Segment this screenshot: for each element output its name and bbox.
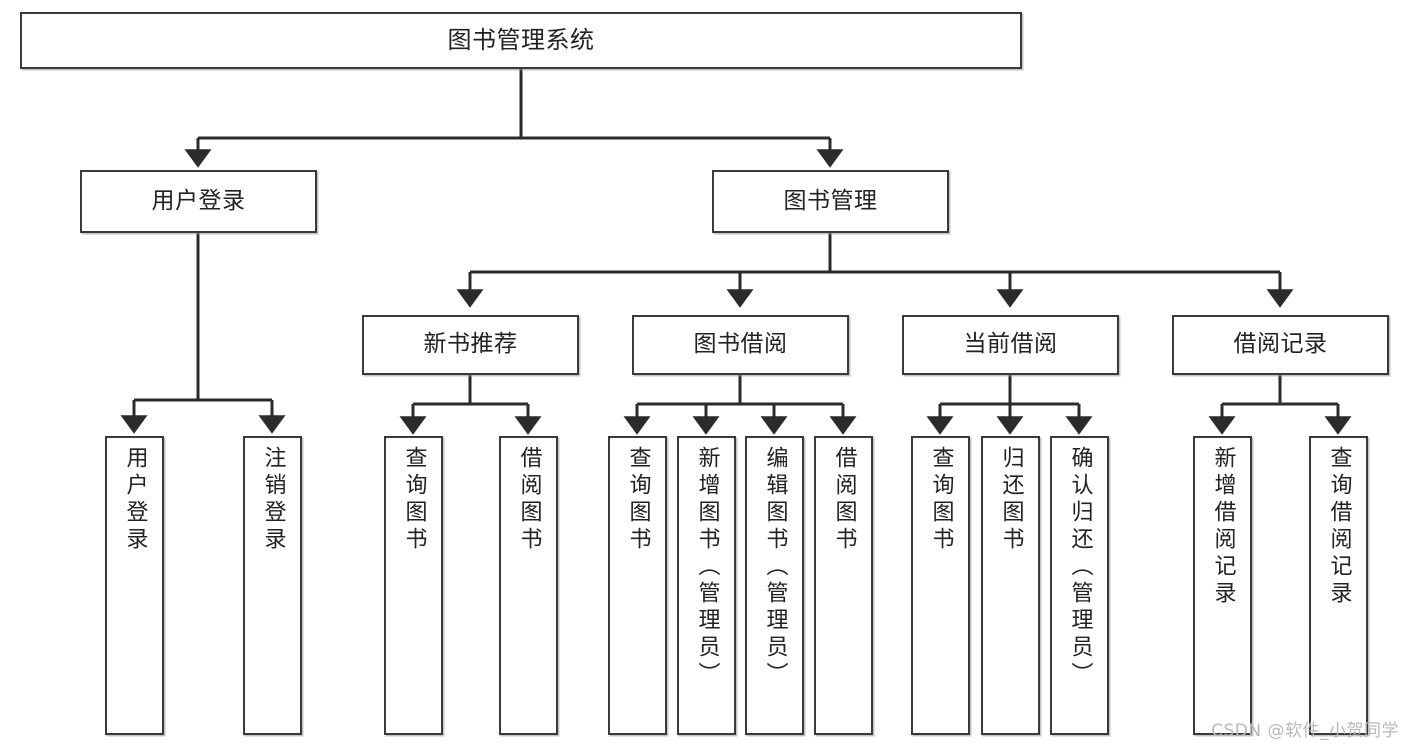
node-label: 编辑图书（管理员） [762, 446, 788, 689]
node-label: 借阅记录 [1233, 331, 1328, 358]
node-leaf-return-book[interactable]: 归还图书 [981, 436, 1040, 735]
node-label: 当前借阅 [963, 331, 1058, 358]
node-label: 确认归还（管理员） [1067, 446, 1093, 689]
node-new-book-recommendation[interactable]: 新书推荐 [362, 315, 579, 375]
node-label: 图书管理 [783, 187, 878, 214]
node-label: 新书推荐 [423, 331, 518, 358]
node-label: 查询借阅记录 [1326, 446, 1352, 608]
node-leaf-confirm-return-admin[interactable]: 确认归还（管理员） [1050, 436, 1109, 735]
node-leaf-borrow-book-new[interactable]: 借阅图书 [499, 436, 558, 735]
node-leaf-query-borrow-record[interactable]: 查询借阅记录 [1309, 436, 1368, 735]
node-label: 归还图书 [998, 446, 1024, 554]
node-borrow-record[interactable]: 借阅记录 [1172, 315, 1389, 375]
node-label: 借阅图书 [516, 446, 542, 554]
node-leaf-borrow-book[interactable]: 借阅图书 [814, 436, 873, 735]
node-label: 查询图书 [625, 446, 651, 554]
node-label: 注销登录 [260, 446, 286, 554]
node-label: 用户登录 [122, 446, 148, 554]
node-label: 新增借阅记录 [1210, 446, 1236, 608]
node-book-management[interactable]: 图书管理 [712, 170, 949, 233]
node-leaf-query-book-new[interactable]: 查询图书 [384, 436, 443, 735]
node-user-login[interactable]: 用户登录 [80, 170, 317, 233]
node-label: 借阅图书 [831, 446, 857, 554]
node-leaf-query-book-borrow[interactable]: 查询图书 [608, 436, 667, 735]
node-label: 图书管理系统 [447, 26, 595, 55]
node-root-book-management-system[interactable]: 图书管理系统 [20, 12, 1022, 69]
node-label: 图书借阅 [693, 331, 788, 358]
node-leaf-add-borrow-record[interactable]: 新增借阅记录 [1193, 436, 1252, 735]
node-book-borrow[interactable]: 图书借阅 [632, 315, 849, 375]
node-leaf-user-login[interactable]: 用户登录 [105, 436, 164, 735]
node-leaf-edit-book-admin[interactable]: 编辑图书（管理员） [745, 436, 804, 735]
node-label: 新增图书（管理员） [694, 446, 720, 689]
node-label: 用户登录 [151, 187, 246, 214]
node-leaf-add-book-admin[interactable]: 新增图书（管理员） [677, 436, 736, 735]
node-leaf-user-logout[interactable]: 注销登录 [243, 436, 302, 735]
node-label: 查询图书 [928, 446, 954, 554]
csdn-watermark: CSDN @软件_小贺同学 [1211, 721, 1399, 741]
node-label: 查询图书 [401, 446, 427, 554]
node-current-borrow[interactable]: 当前借阅 [902, 315, 1119, 375]
node-leaf-query-book-current[interactable]: 查询图书 [911, 436, 970, 735]
